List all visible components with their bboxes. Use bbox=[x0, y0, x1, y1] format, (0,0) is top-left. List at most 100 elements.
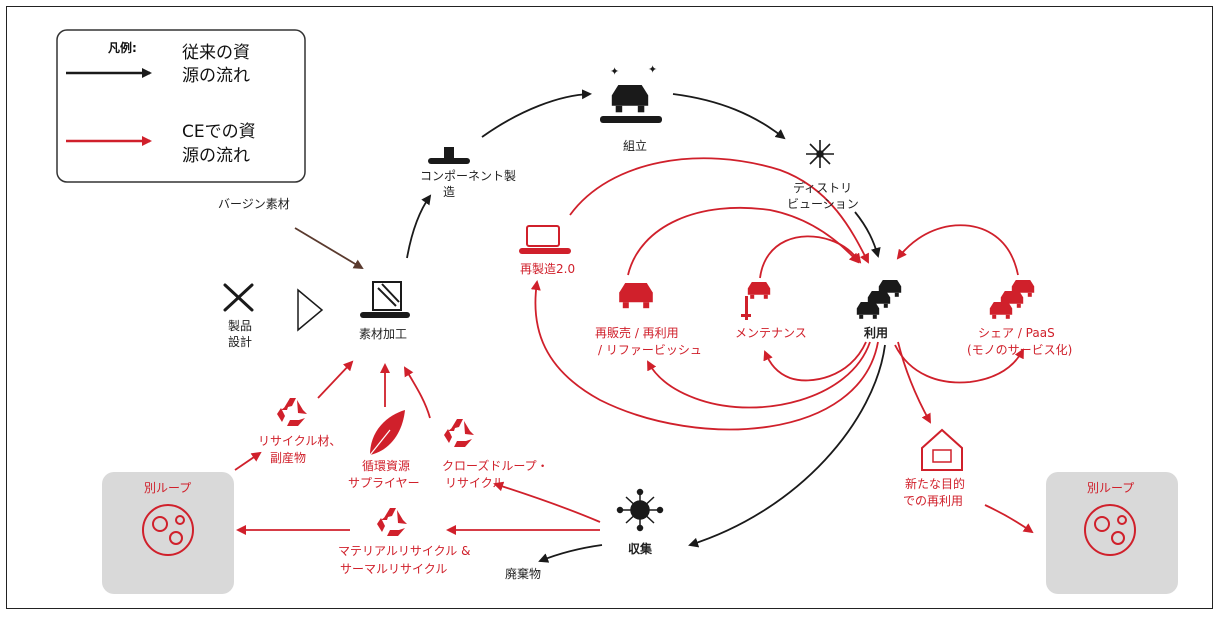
legend-ce-line1: CEでの資 bbox=[182, 122, 256, 142]
material-recycle-node: マテリアルリサイクル & サーマルリサイクル bbox=[338, 508, 470, 576]
assembly-node: ✦ ✦ 組立 bbox=[600, 63, 662, 153]
traditional-flow-arrows bbox=[406, 89, 886, 563]
recycled-label-2: 副産物 bbox=[270, 450, 306, 465]
use-node: 利用 bbox=[856, 280, 902, 340]
recycle-icon bbox=[444, 419, 474, 447]
engine-icon bbox=[526, 225, 560, 247]
recycle-icon bbox=[377, 508, 407, 536]
share-label-1: シェア / PaaS bbox=[978, 326, 1055, 340]
maintenance-node: メンテナンス bbox=[735, 282, 807, 340]
cars-icon bbox=[856, 280, 902, 319]
use-label: 利用 bbox=[864, 325, 888, 340]
closed-label-2: リサイクル bbox=[445, 476, 504, 490]
other-loop-right: 別ループ bbox=[1046, 472, 1178, 594]
reman-node: 再製造2.0 bbox=[519, 225, 575, 276]
maintenance-label: メンテナンス bbox=[735, 326, 807, 340]
ce-flow-arrows bbox=[234, 157, 1034, 535]
share-node: シェア / PaaS (モノのサービス化) bbox=[967, 280, 1072, 357]
car-lift-icon bbox=[741, 282, 771, 320]
closed-label-1: クローズドループ・ bbox=[442, 458, 549, 473]
repurpose-node: 新たな目的 での再利用 bbox=[903, 428, 965, 508]
component-icon bbox=[444, 147, 454, 158]
closed-loop-node: クローズドループ・ リサイクル bbox=[442, 419, 549, 490]
starburst-icon bbox=[806, 140, 834, 168]
legend-box bbox=[56, 29, 306, 183]
collect-node: 収集 bbox=[616, 488, 664, 556]
conveyor-icon bbox=[360, 312, 410, 318]
component-node: コンポーネント製 造 bbox=[420, 147, 516, 199]
loop-box bbox=[102, 472, 234, 594]
distribution-label-1: ディストリ bbox=[793, 180, 852, 195]
share-label-2: (モノのサービス化) bbox=[967, 343, 1072, 357]
recycle-icon bbox=[277, 398, 307, 426]
hub-icon bbox=[616, 488, 664, 532]
recycled-node: リサイクル材、 副産物 bbox=[258, 398, 341, 465]
gear-cycle-icon bbox=[1084, 504, 1136, 556]
arrow-resale-to-use bbox=[627, 206, 860, 276]
resale-label-2: / リファービッシュ bbox=[598, 343, 702, 357]
legend-traditional-line1: 従来の資 bbox=[182, 43, 250, 63]
material-node: 素材加工 bbox=[359, 281, 410, 341]
design-label-1: 製品 bbox=[228, 319, 252, 333]
arrow-virgin-to-material bbox=[294, 227, 364, 270]
loop-box bbox=[1046, 472, 1178, 594]
tools-icon bbox=[223, 283, 254, 312]
gear-cycle-icon bbox=[142, 504, 194, 556]
component-label-2: 造 bbox=[443, 185, 455, 199]
arrow-use-to-share bbox=[894, 344, 1024, 384]
circular-node: 循環資源 サプライヤー bbox=[348, 410, 420, 490]
car-assembly-icon bbox=[611, 85, 649, 113]
diagram-frame bbox=[6, 6, 1213, 609]
arrow-collect-to-closed bbox=[493, 481, 601, 523]
arrow-use-to-resale bbox=[647, 341, 871, 409]
material-recycle-label-1: マテリアルリサイクル & bbox=[338, 544, 470, 558]
design-label-2: 設計 bbox=[228, 334, 252, 349]
conveyor-icon bbox=[519, 248, 571, 254]
arrow-closed-to-material bbox=[403, 366, 431, 419]
reman-label: 再製造2.0 bbox=[520, 262, 575, 276]
sparkle-icon: ✦ bbox=[610, 65, 619, 78]
resale-node: 再販売 / 再利用 / リファービッシュ bbox=[595, 283, 702, 357]
virgin-material-label: バージン素材 bbox=[218, 197, 290, 211]
repurpose-label-1: 新たな目的 bbox=[905, 476, 965, 491]
conveyor-icon bbox=[600, 116, 662, 123]
distribution-node: ディストリ ビューション bbox=[787, 140, 859, 211]
circular-label-2: サプライヤー bbox=[348, 476, 420, 490]
arrow-use-to-maintenance bbox=[763, 341, 867, 382]
repurpose-label-2: での再利用 bbox=[903, 494, 963, 508]
arrow-use-to-repurpose bbox=[897, 341, 931, 424]
arrow-component-to-assembly bbox=[481, 89, 592, 138]
legend-ce-line2: 源の流れ bbox=[182, 146, 250, 166]
cars-icon bbox=[989, 280, 1035, 319]
car-icon bbox=[619, 283, 653, 309]
conveyor-icon bbox=[428, 158, 470, 164]
arrow-share-to-use bbox=[896, 224, 1019, 276]
component-label-1: コンポーネント製 bbox=[420, 169, 516, 183]
distribution-label-2: ビューション bbox=[787, 197, 859, 211]
sparkle-icon: ✦ bbox=[648, 63, 657, 76]
legend-title: 凡例: bbox=[108, 40, 137, 55]
legend-traditional-line2: 源の流れ bbox=[182, 66, 250, 86]
waste-label: 廃棄物 bbox=[505, 566, 541, 581]
arrow-use-to-reman bbox=[530, 280, 879, 431]
arrow-material-to-component bbox=[406, 194, 432, 259]
arrow-repurpose-to-loop bbox=[984, 504, 1034, 534]
arrow-loop-to-recycled bbox=[234, 451, 262, 471]
arrow-maintenance-to-use bbox=[759, 235, 862, 279]
arrow-reman-to-use bbox=[569, 157, 869, 264]
loop-left-title: 別ループ bbox=[144, 481, 191, 495]
material-label: 素材加工 bbox=[359, 327, 407, 341]
assembly-label: 組立 bbox=[623, 138, 647, 153]
triangle-arrow-icon bbox=[297, 288, 324, 332]
circular-label-1: 循環資源 bbox=[362, 459, 410, 473]
other-loop-left: 別ループ bbox=[102, 472, 234, 594]
legend: 凡例: 従来の資 源の流れ CEでの資 源の流れ bbox=[56, 29, 306, 183]
arrow-collect-to-waste bbox=[538, 544, 603, 563]
material-recycle-label-2: サーマルリサイクル bbox=[340, 562, 447, 576]
design-node: 製品 設計 bbox=[223, 283, 324, 349]
recycled-label-1: リサイクル材、 bbox=[258, 434, 341, 448]
arrow-recycled-to-material bbox=[317, 360, 354, 399]
arrow-assembly-to-distribution bbox=[672, 93, 786, 140]
resale-label-1: 再販売 / 再利用 bbox=[595, 325, 679, 340]
